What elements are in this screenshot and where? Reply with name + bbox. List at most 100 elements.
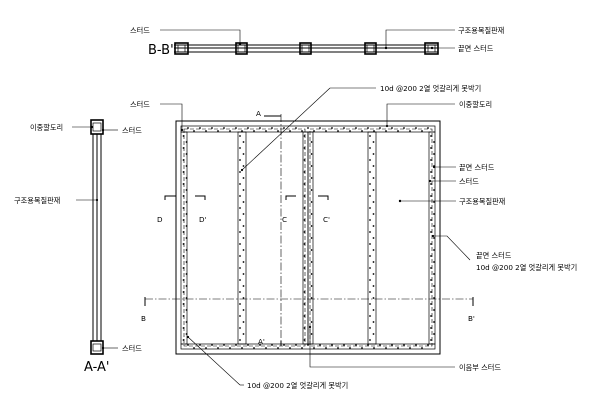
joint-stud-right: [307, 131, 314, 345]
nail-dot: [303, 339, 306, 341]
nail-dot: [185, 261, 188, 263]
nail-dot: [182, 171, 185, 173]
nail-dot: [217, 347, 219, 349]
section-aa-title: A-A': [84, 360, 109, 375]
nail-dot: [239, 207, 241, 209]
nail-dot: [185, 189, 188, 191]
nail-dot: [430, 255, 432, 257]
nail-dot: [185, 225, 188, 227]
nail-dot: [239, 255, 241, 257]
nail-dot: [369, 243, 371, 245]
nail-dot: [239, 243, 241, 245]
nail-dot: [433, 309, 435, 311]
nail-dot: [182, 339, 185, 341]
nail-dot: [409, 347, 411, 349]
nail-dot: [182, 255, 185, 257]
nail-dot: [185, 309, 188, 311]
nail-dot: [205, 347, 207, 349]
nail-pattern: [182, 127, 435, 349]
nail-dot: [433, 153, 435, 155]
nail-dot: [185, 177, 188, 179]
nail-dot: [187, 344, 189, 346]
nail-dot: [433, 249, 435, 251]
nail-dot: [310, 249, 313, 251]
nail-dot: [242, 261, 245, 263]
nail-dot: [229, 130, 231, 132]
nail-dot: [242, 285, 245, 287]
nail-dot: [372, 261, 375, 263]
nail-dot: [242, 249, 245, 251]
nail-dot: [242, 273, 245, 275]
nail-dot: [253, 130, 255, 132]
nail-dot: [372, 153, 375, 155]
nail-dot: [271, 344, 273, 346]
nail-dot: [433, 213, 435, 215]
nail-dot: [185, 165, 188, 167]
nail-dot: [430, 195, 432, 197]
nail-dot: [310, 225, 313, 227]
nail-dot: [185, 285, 188, 287]
nail-dot: [217, 130, 219, 132]
nail-dot: [433, 285, 435, 287]
aa-double-plate-label: 이중깔도리: [30, 123, 63, 132]
nail-dot: [182, 231, 185, 233]
nail-dot: [185, 141, 188, 143]
nail-dot: [372, 201, 375, 203]
nail-dot: [187, 127, 189, 129]
nail-dot: [430, 135, 432, 137]
nail-dot: [185, 249, 188, 251]
nail-dot: [367, 344, 369, 346]
nail-dot: [295, 344, 297, 346]
nail-dot: [310, 201, 313, 203]
nail-dot: [303, 231, 306, 233]
nail-dot: [283, 344, 285, 346]
nail-dot: [369, 303, 371, 305]
nail-dot: [185, 321, 188, 323]
elev-nailing-top-label: 10d @200 2열 엇갈리게 못박기: [380, 84, 481, 93]
nail-dot: [361, 130, 363, 132]
marker-a-prime: A': [258, 337, 265, 346]
nail-dot: [247, 127, 249, 129]
nail-dot: [430, 267, 432, 269]
nail-dot: [433, 333, 435, 335]
nail-dot: [331, 127, 333, 129]
nail-dot: [239, 171, 241, 173]
nail-dot: [239, 303, 241, 305]
nail-dot: [303, 255, 306, 257]
nail-dot: [433, 321, 435, 323]
nail-dot: [372, 333, 375, 335]
nail-dot: [430, 183, 432, 185]
nail-dot: [313, 347, 315, 349]
nail-dot: [391, 344, 393, 346]
nail-dot: [211, 127, 213, 129]
nail-dot: [409, 130, 411, 132]
nail-dot: [369, 291, 371, 293]
nail-dot: [372, 249, 375, 251]
nail-dot: [307, 344, 309, 346]
nail-dot: [433, 177, 435, 179]
nail-dot: [239, 219, 241, 221]
nail-dot: [355, 344, 357, 346]
nail-dot: [430, 327, 432, 329]
nail-dot: [182, 327, 185, 329]
nail-dot: [303, 219, 306, 221]
nail-dot: [229, 347, 231, 349]
nail-dot: [310, 165, 313, 167]
nail-dot: [303, 195, 306, 197]
stud-left: [237, 131, 247, 345]
nail-dot: [185, 237, 188, 239]
nail-dot: [369, 315, 371, 317]
nail-dot: [310, 213, 313, 215]
nail-dot: [385, 347, 387, 349]
nail-dot: [303, 327, 306, 329]
nail-dot: [433, 297, 435, 299]
nail-dot: [369, 231, 371, 233]
nail-dot: [182, 303, 185, 305]
nail-dot: [310, 237, 313, 239]
nail-dot: [310, 141, 313, 143]
nail-dot: [239, 279, 241, 281]
wall-outer-frame: [175, 120, 441, 355]
nail-dot: [303, 183, 306, 185]
stud-right: [367, 131, 377, 345]
nail-dot: [235, 127, 237, 129]
